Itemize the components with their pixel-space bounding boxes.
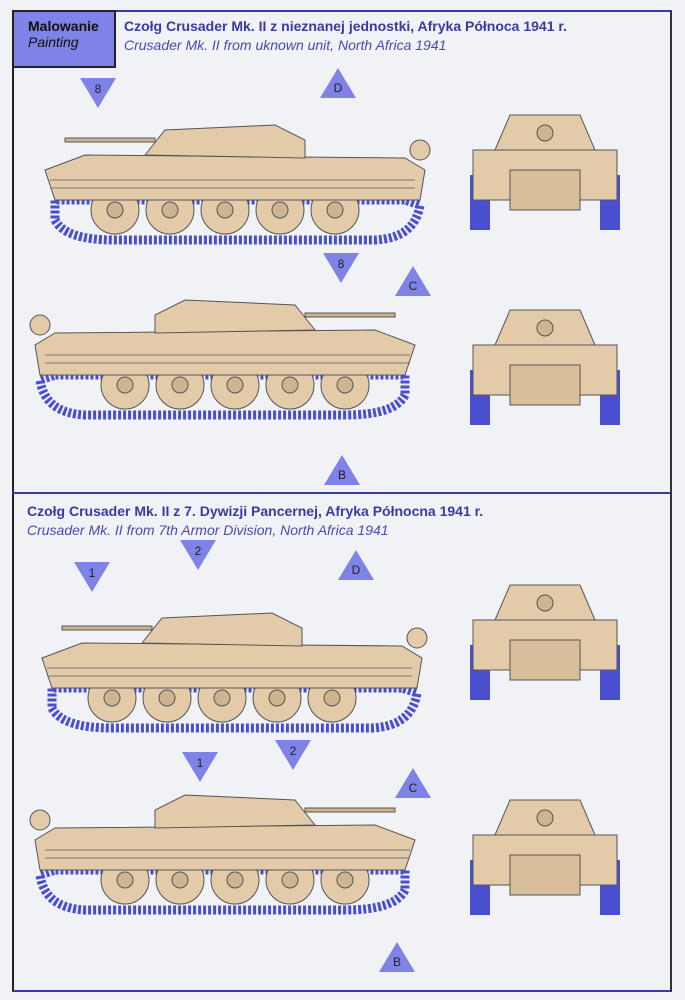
callout-marker: C [395, 266, 431, 296]
triangle-marker-icon [320, 68, 356, 98]
marker-label: 8 [94, 82, 102, 96]
marker-label: D [333, 81, 343, 95]
tank-rear-2 [465, 790, 625, 925]
badge-label-pl: Malowanie [28, 18, 99, 34]
marker-label: C [408, 279, 418, 293]
marker-label: 8 [337, 257, 345, 271]
callout-marker: 8 [80, 78, 116, 108]
marker-label: C [408, 781, 418, 795]
triangle-marker-icon [275, 740, 311, 770]
triangle-marker-icon [323, 253, 359, 283]
callout-marker: C [395, 768, 431, 798]
callout-marker: B [324, 455, 360, 485]
tank-side-left-1 [25, 100, 445, 255]
triangle-marker-icon [395, 266, 431, 296]
painting-badge: Malowanie Painting [12, 10, 116, 68]
section-1-subtitle: Crusader Mk. II from uknown unit, North … [124, 37, 447, 53]
callout-marker: B [379, 942, 415, 972]
tank-side-right-2 [15, 770, 435, 925]
tank-front-1 [465, 105, 625, 240]
tank-side-left-2 [22, 588, 442, 743]
triangle-marker-icon [324, 455, 360, 485]
callout-marker: 1 [182, 752, 218, 782]
badge-label-en: Painting [28, 34, 79, 50]
triangle-marker-icon [80, 78, 116, 108]
triangle-marker-icon [395, 768, 431, 798]
tank-front-2 [465, 575, 625, 710]
callout-marker: 2 [275, 740, 311, 770]
tank-side-right-1 [15, 275, 435, 430]
callout-marker: 2 [180, 540, 216, 570]
triangle-marker-icon [379, 942, 415, 972]
marker-label: 1 [88, 566, 96, 580]
section-2-subtitle: Crusader Mk. II from 7th Armor Division,… [27, 522, 389, 538]
triangle-marker-icon [338, 550, 374, 580]
triangle-marker-icon [74, 562, 110, 592]
marker-label: B [337, 468, 346, 482]
marker-label: 2 [194, 544, 202, 558]
callout-marker: D [338, 550, 374, 580]
page-frame [12, 10, 672, 992]
callout-marker: 8 [323, 253, 359, 283]
callout-marker: D [320, 68, 356, 98]
tank-rear-1 [465, 300, 625, 435]
triangle-marker-icon [182, 752, 218, 782]
marker-label: 2 [289, 744, 297, 758]
callout-marker: 1 [74, 562, 110, 592]
section-2-title: Czołg Crusader Mk. II z 7. Dywizji Pance… [27, 503, 484, 519]
marker-label: D [351, 563, 361, 577]
section-1-title: Czołg Crusader Mk. II z nieznanej jednos… [124, 18, 567, 34]
section-divider [12, 492, 670, 494]
triangle-marker-icon [180, 540, 216, 570]
marker-label: B [392, 955, 401, 969]
marker-label: 1 [196, 756, 204, 770]
